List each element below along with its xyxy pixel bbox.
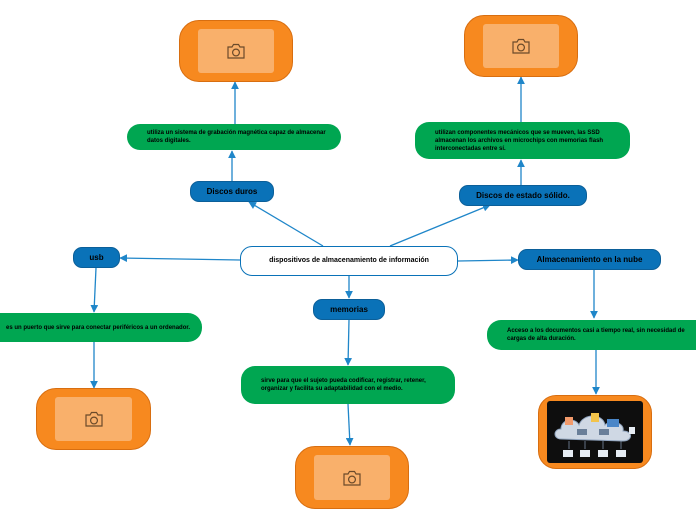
topic-label: Almacenamiento en la nube (536, 255, 643, 264)
image-discos-duros (179, 20, 293, 82)
image-usb (36, 388, 151, 450)
topic-memorias[interactable]: memorias (313, 299, 385, 320)
topic-label: Discos duros (206, 187, 258, 196)
camera-icon (84, 411, 103, 427)
central-topic-text: dispositivos de almacenamiento de inform… (269, 257, 429, 264)
topic-discos-duros[interactable]: Discos duros (190, 181, 274, 202)
topic-label: memorias (330, 305, 368, 314)
detail-text: es un puerto que sirve para conectar per… (6, 324, 191, 331)
detail-memorias[interactable]: sirve para que el sujeto pueda codificar… (241, 366, 455, 404)
link-central-ssd (389, 204, 491, 247)
link-central-discos-duros (248, 201, 324, 247)
link-usb-detail (90, 267, 99, 313)
camera-icon (343, 470, 361, 486)
detail-nube[interactable]: Acceso a los documentos casi a tiempo re… (487, 320, 696, 350)
topic-label: Discos de estado sólido. (476, 191, 570, 200)
link-central-nube (457, 256, 519, 265)
detail-ssd[interactable]: utilizan componentes mecánicos que se mu… (415, 122, 630, 159)
detail-discos-duros[interactable]: utiliza un sistema de grabación magnétic… (127, 124, 341, 150)
cloud-network-icon (554, 413, 635, 457)
image-placeholder (198, 29, 274, 73)
image-placeholder (55, 397, 132, 441)
link-memorias-detail (344, 319, 353, 366)
topic-nube[interactable]: Almacenamiento en la nube (518, 249, 661, 270)
camera-icon (512, 38, 530, 54)
image-memorias (295, 446, 409, 509)
topic-ssd[interactable]: Discos de estado sólido. (459, 185, 587, 206)
link-memorias-image (345, 403, 354, 446)
central-topic[interactable]: dispositivos de almacenamiento de inform… (240, 246, 458, 276)
topic-usb[interactable]: usb (73, 247, 120, 268)
detail-text: utilizan componentes mecánicos que se mu… (435, 129, 604, 152)
image-ssd (464, 15, 578, 77)
image-placeholder (483, 24, 559, 68)
image-nube (538, 395, 652, 469)
link-central-usb (119, 254, 241, 263)
topic-label: usb (89, 253, 104, 262)
image-placeholder (314, 455, 390, 500)
detail-text: Acceso a los documentos casi a tiempo re… (507, 328, 685, 342)
detail-usb[interactable]: es un puerto que sirve para conectar per… (0, 313, 202, 342)
cloud-image (547, 401, 643, 463)
detail-text: sirve para que el sujeto pueda codificar… (261, 378, 426, 392)
camera-icon (227, 43, 245, 59)
detail-text: utiliza un sistema de grabación magnétic… (147, 130, 326, 144)
